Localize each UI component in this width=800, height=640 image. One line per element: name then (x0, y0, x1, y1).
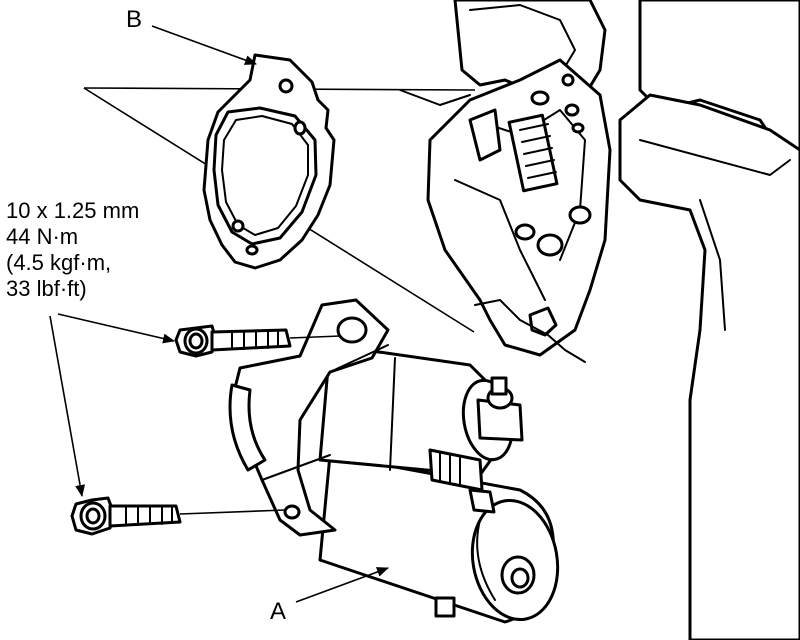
callout-a-leader (295, 567, 389, 603)
gasket-b (202, 53, 336, 270)
spec-leader-lower (49, 315, 85, 497)
engine-block (399, 0, 800, 640)
torque-nm-text: 44 N·m (6, 224, 79, 249)
upper-mounting-bolt (174, 324, 341, 358)
callout-a-label: A (270, 598, 287, 625)
torque-kgf-text: (4.5 kgf·m, (6, 250, 112, 275)
spec-leader-upper (57, 313, 175, 344)
torque-spec: 10 x 1.25 mm 44 N·m (4.5 kgf·m, 33 lbf·f… (6, 198, 139, 302)
lower-mounting-bolt (70, 496, 286, 536)
bolt-size-text: 10 x 1.25 mm (6, 198, 140, 223)
starter-motor-a (228, 298, 560, 624)
callout-b-leader (151, 25, 257, 65)
torque-lbf-text: 33 lbf·ft) (6, 276, 87, 301)
callout-b-label: B (126, 6, 143, 33)
